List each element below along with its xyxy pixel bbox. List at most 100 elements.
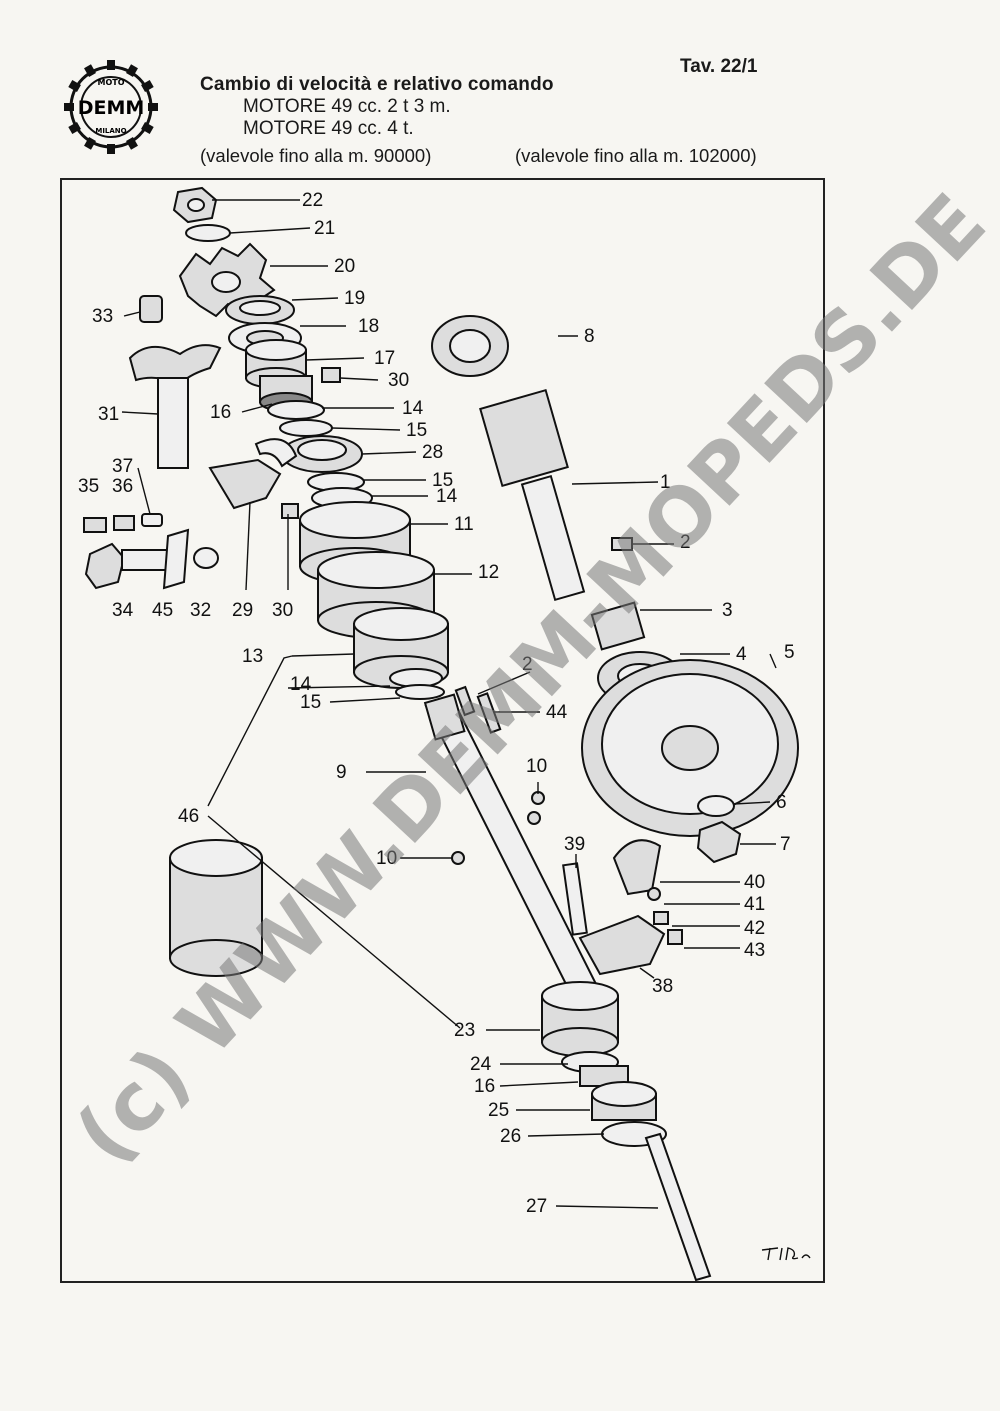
part-3-bushing [590, 601, 646, 651]
label-15a: 15 [406, 420, 427, 441]
label-43: 43 [744, 940, 765, 961]
label-37: 37 [112, 456, 133, 477]
label-5: 5 [784, 642, 795, 663]
label-4: 4 [736, 644, 747, 665]
part-42-spring [653, 911, 669, 925]
part-10-ball-b [527, 811, 541, 825]
label-36: 36 [112, 476, 133, 497]
part-46-gear [169, 839, 263, 977]
leader-lines [121, 199, 777, 1209]
part-15-ring-c [395, 684, 445, 700]
label-39: 39 [564, 834, 585, 855]
label-35: 35 [78, 476, 99, 497]
part-5-main-gear [581, 659, 799, 837]
label-26: 26 [500, 1126, 521, 1147]
validity-note-b: (valevole fino alla m. 102000) [515, 145, 757, 166]
part-14-washer-a [267, 400, 325, 420]
label-46: 46 [178, 806, 199, 827]
part-39-rod [562, 862, 588, 936]
part-7-nut [696, 820, 742, 864]
part-31-selector [128, 344, 222, 469]
label-15c: 15 [300, 692, 321, 713]
watermark-text: (c) WWW.DEMM-MOPEDS.DE [58, 176, 1000, 1181]
part-41-pin [647, 887, 661, 901]
artist-signature [760, 1244, 816, 1268]
label-17: 17 [374, 348, 395, 369]
part-30-block-a [321, 367, 341, 383]
label-2b: 2 [522, 654, 533, 675]
label-16b: 16 [474, 1076, 495, 1097]
part-32-circlip [193, 547, 219, 569]
label-14a: 14 [402, 398, 424, 419]
part-30-block-b [281, 503, 299, 519]
label-30b: 30 [272, 600, 293, 621]
label-12: 12 [478, 562, 499, 583]
label-18: 18 [358, 316, 379, 337]
logo-bottom-text: MILANO [95, 127, 126, 135]
part-36-spring [113, 515, 135, 531]
part-labels: 22 21 20 19 18 17 30 16 14 15 28 15 14 1… [78, 190, 795, 1217]
validity-note-a: (valevole fino alla m. 90000) [200, 145, 432, 166]
label-10a: 10 [526, 756, 547, 777]
label-31: 31 [98, 404, 119, 425]
label-42: 42 [744, 918, 765, 939]
part-40-cam [612, 839, 662, 896]
label-45: 45 [152, 600, 173, 621]
label-7: 7 [780, 834, 791, 855]
part-38-bracket [578, 914, 666, 976]
label-23: 23 [454, 1020, 475, 1041]
label-13: 13 [242, 646, 263, 667]
label-38: 38 [652, 976, 673, 997]
label-14b: 14 [436, 486, 458, 507]
part-37-pin [141, 513, 163, 527]
label-3: 3 [722, 600, 733, 621]
part-27-shaft [644, 1132, 712, 1282]
part-22-hole [187, 198, 205, 212]
part-33-block [139, 295, 163, 323]
diagram-frame [60, 178, 825, 1283]
part-29-fork [208, 438, 298, 510]
plate-number: Tav. 22/1 [680, 56, 758, 77]
label-11: 11 [454, 514, 474, 535]
label-19: 19 [344, 288, 365, 309]
part-45-plate [162, 528, 190, 590]
label-40: 40 [744, 872, 765, 893]
engine-line-2: MOTORE 49 cc. 4 t. [243, 118, 414, 139]
part-6-washer [697, 795, 735, 817]
logo-brand-text: DEMM [78, 97, 145, 119]
part-35-spring [83, 517, 107, 533]
part-drawings [83, 186, 799, 1282]
part-34-bolt [84, 542, 175, 590]
part-2-pin [454, 685, 476, 717]
label-9: 9 [336, 762, 347, 783]
demm-logo: MOTO DEMM MILANO [64, 60, 158, 154]
label-32: 32 [190, 600, 211, 621]
label-15b: 15 [432, 470, 453, 491]
label-28: 28 [422, 442, 443, 463]
part-43-spring [667, 929, 683, 945]
label-25: 25 [488, 1100, 509, 1121]
label-30a: 30 [388, 370, 409, 391]
part-23-gear-cluster [541, 981, 619, 1057]
page-title: Cambio di velocità e relativo comando [200, 74, 554, 95]
label-27: 27 [526, 1196, 547, 1217]
label-21: 21 [314, 218, 335, 239]
label-20: 20 [334, 256, 355, 277]
label-34: 34 [112, 600, 134, 621]
part-25-bearing [591, 1081, 657, 1121]
engine-line-1: MOTORE 49 cc. 2 t 3 m. [243, 96, 451, 117]
label-44: 44 [546, 702, 568, 723]
label-1: 1 [660, 472, 671, 493]
part-1-mainshaft [479, 388, 586, 602]
logo-top-text: MOTO [97, 78, 124, 87]
label-22: 22 [302, 190, 323, 211]
label-14c: 14 [290, 674, 312, 695]
part-8-bearing [431, 315, 509, 377]
label-24: 24 [470, 1054, 492, 1075]
signature-scribble-icon [761, 1247, 811, 1261]
label-16a: 16 [210, 402, 231, 423]
label-29: 29 [232, 600, 253, 621]
label-2a: 2 [680, 532, 691, 553]
